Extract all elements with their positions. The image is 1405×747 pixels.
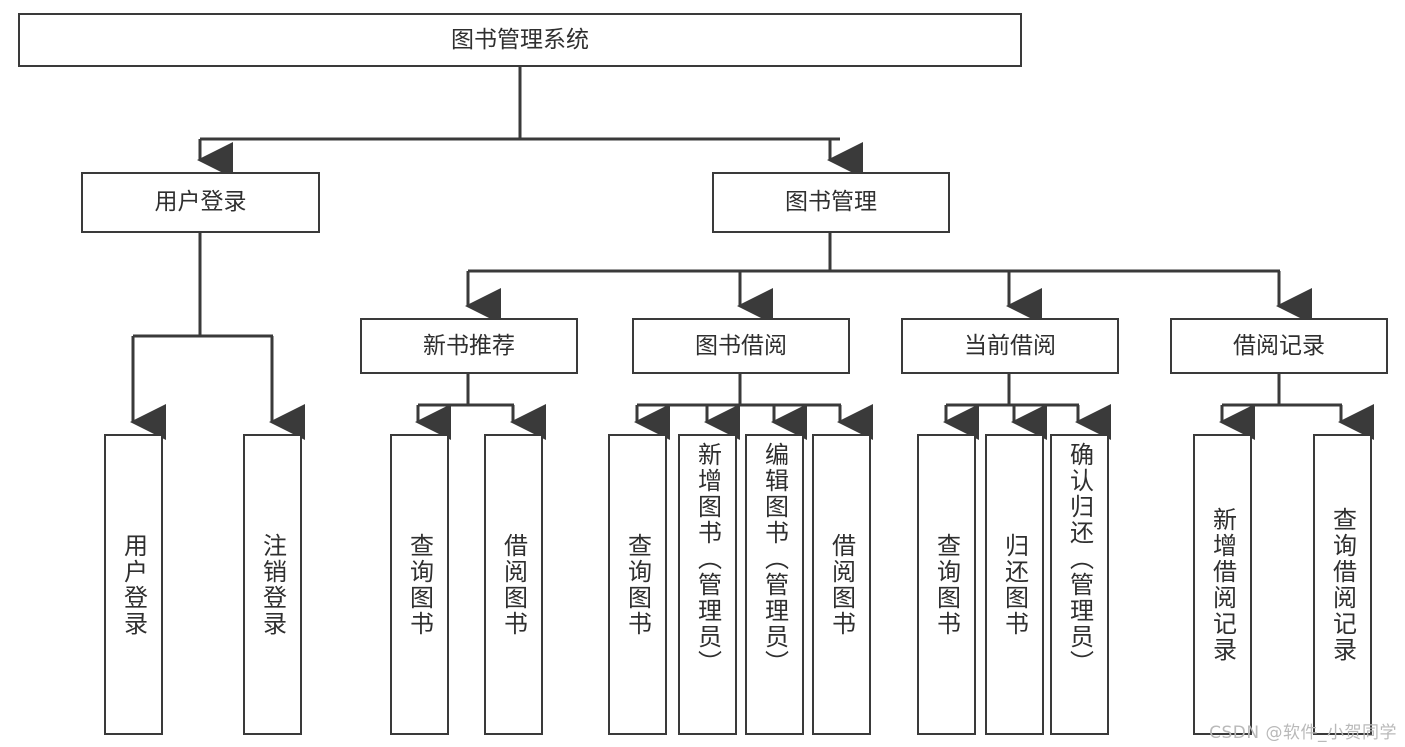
node-label: 图书管理系统 [451,26,589,53]
node-label: 新书推荐 [423,332,515,359]
node-label: 新增借阅记录 [1208,506,1237,663]
leaf-query-book-recommend[interactable]: 查询图书 [390,434,449,735]
leaf-add-book-admin[interactable]: 新增图书（管理员） [678,434,737,735]
node-book-management[interactable]: 图书管理 [712,172,950,233]
node-label: 查询图书 [932,532,961,637]
leaf-confirm-return-admin[interactable]: 确认归还（管理员） [1050,434,1109,735]
node-label: 归还图书 [1000,532,1029,637]
node-root-book-management-system[interactable]: 图书管理系统 [18,13,1022,67]
leaf-edit-book-admin[interactable]: 编辑图书（管理员） [745,434,804,735]
node-user-login[interactable]: 用户登录 [81,172,320,233]
node-label: 编辑图书（管理员） [760,442,789,676]
node-label: 借阅图书 [827,532,856,637]
node-label: 当前借阅 [964,332,1056,359]
leaf-query-borrow-record[interactable]: 查询借阅记录 [1313,434,1372,735]
leaf-logout-login[interactable]: 注销登录 [243,434,302,735]
node-book-borrow[interactable]: 图书借阅 [632,318,850,374]
node-label: 图书管理 [785,189,877,216]
node-label: 查询图书 [623,532,652,637]
node-label: 确认归还（管理员） [1065,442,1094,676]
node-label: 借阅记录 [1233,332,1325,359]
node-label: 查询借阅记录 [1328,506,1357,663]
leaf-borrow-book-recommend[interactable]: 借阅图书 [484,434,543,735]
node-current-borrow[interactable]: 当前借阅 [901,318,1119,374]
node-new-book-recommend[interactable]: 新书推荐 [360,318,578,374]
node-label: 用户登录 [119,532,148,637]
leaf-add-borrow-record[interactable]: 新增借阅记录 [1193,434,1252,735]
leaf-return-book[interactable]: 归还图书 [985,434,1044,735]
node-borrow-record[interactable]: 借阅记录 [1170,318,1388,374]
leaf-query-book-borrow[interactable]: 查询图书 [608,434,667,735]
leaf-user-login[interactable]: 用户登录 [104,434,163,735]
node-label: 查询图书 [405,532,434,637]
node-label: 新增图书（管理员） [693,442,722,676]
node-label: 用户登录 [154,189,247,216]
leaf-borrow-book[interactable]: 借阅图书 [812,434,871,735]
node-label: 图书借阅 [695,332,787,359]
leaf-query-book-current[interactable]: 查询图书 [917,434,976,735]
csdn-watermark: CSDN @软件_小贺同学 [1209,723,1397,743]
node-label: 注销登录 [258,532,287,637]
node-label: 借阅图书 [499,532,528,637]
